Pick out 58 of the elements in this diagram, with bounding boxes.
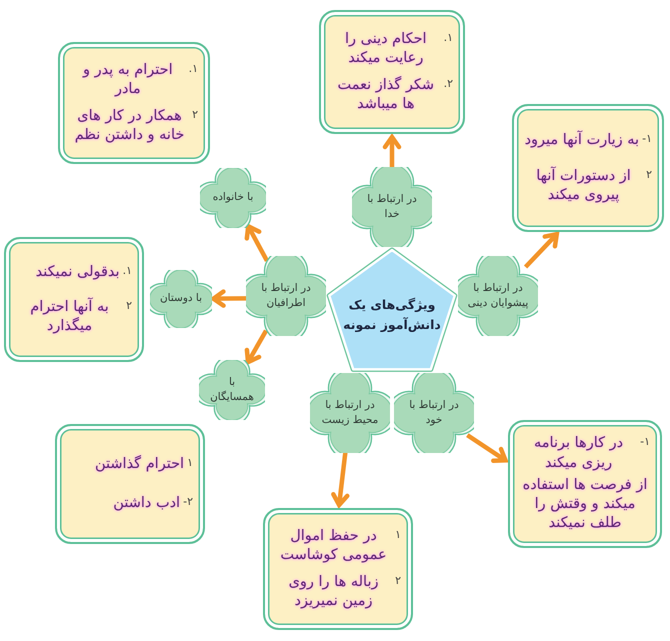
item-number: ۱ [187, 456, 193, 470]
handwritten-note: از فرصت ها استفاده میکند و وقتش را طلف نمیکند [522, 476, 648, 534]
cloud-shape [394, 373, 474, 453]
note-card [4, 237, 144, 362]
handwritten-note: همکار در کار های خانه و داشتن نظم [74, 106, 186, 146]
handwritten-note: احترام گذاشتن [94, 454, 184, 474]
item-number: ۱- [640, 435, 650, 449]
note-card [263, 508, 413, 630]
item-number: ۲- [183, 494, 193, 508]
item-number: ۱- [642, 132, 652, 146]
pentagon-shape [326, 247, 458, 373]
handwritten-note: شکر گذاز نعمت ها میباشد [336, 76, 436, 114]
handwritten-note: احترام به پدر و مادر [81, 60, 174, 99]
note-card [55, 424, 205, 544]
cloud-shape [246, 256, 326, 336]
item-number: ۲. [444, 77, 453, 90]
handwritten-note: بدقولی نمیکند [36, 263, 120, 282]
item-number: ۱ [395, 528, 401, 542]
arrow [466, 433, 508, 463]
cloud-label: در ارتباط با خدا [366, 192, 418, 222]
handwritten-note: در حفظ اموال عمومی کوشاست [279, 526, 388, 565]
handwritten-note: در کارها برنامه ریزی میکند [532, 434, 624, 473]
pentagon-label: ویژگی‌های یک دانش‌آموز نمونه [342, 296, 442, 334]
cloud-label: با همسایگان [210, 374, 254, 405]
cloud-shape [458, 256, 538, 336]
arrow [211, 289, 246, 308]
handwritten-note: زباله ها را روی زمین نمیریزد [288, 572, 380, 612]
item-number: ۲ [646, 168, 652, 181]
item-number: ۲ [395, 574, 401, 588]
handwritten-note: به زیارت آنها میرود [524, 131, 640, 150]
arrow [244, 330, 268, 364]
item-number: ۱. [122, 264, 132, 278]
handwritten-note: به آنها احترام میگذارد [29, 298, 110, 336]
cloud-label: در ارتباط با اطرافیان [260, 280, 312, 311]
note-card [512, 104, 664, 232]
handwritten-note: احکام دینی را رعایت میکند [344, 30, 428, 68]
cloud-label: در ارتباط با محیط زیست [320, 398, 380, 428]
item-number: ۱. [188, 62, 198, 76]
cloud-shape [352, 167, 432, 247]
handwritten-note: از دستورات آنها پیروی میکند [535, 166, 632, 205]
cloud-shape [310, 373, 390, 453]
cloud-label: با دوستان [160, 291, 202, 306]
cloud-label: با خانواده [212, 190, 254, 206]
note-card [58, 42, 210, 164]
arrow [331, 452, 350, 508]
item-number: ۲ [126, 298, 132, 312]
cloud-shape [200, 168, 266, 228]
cloud-shape [150, 270, 212, 328]
item-number: ۱. [444, 30, 453, 44]
arrow [382, 134, 402, 167]
cloud-label: در ارتباط با خود [408, 398, 460, 428]
note-card [319, 10, 465, 134]
cloud-shape [199, 360, 265, 420]
item-number: ۲ [192, 108, 198, 122]
arrow [244, 224, 269, 262]
note-card [508, 420, 662, 548]
cloud-label: در ارتباط با پیشوایان دینی [466, 280, 530, 311]
handwritten-note: ادب داشتن [113, 494, 180, 513]
